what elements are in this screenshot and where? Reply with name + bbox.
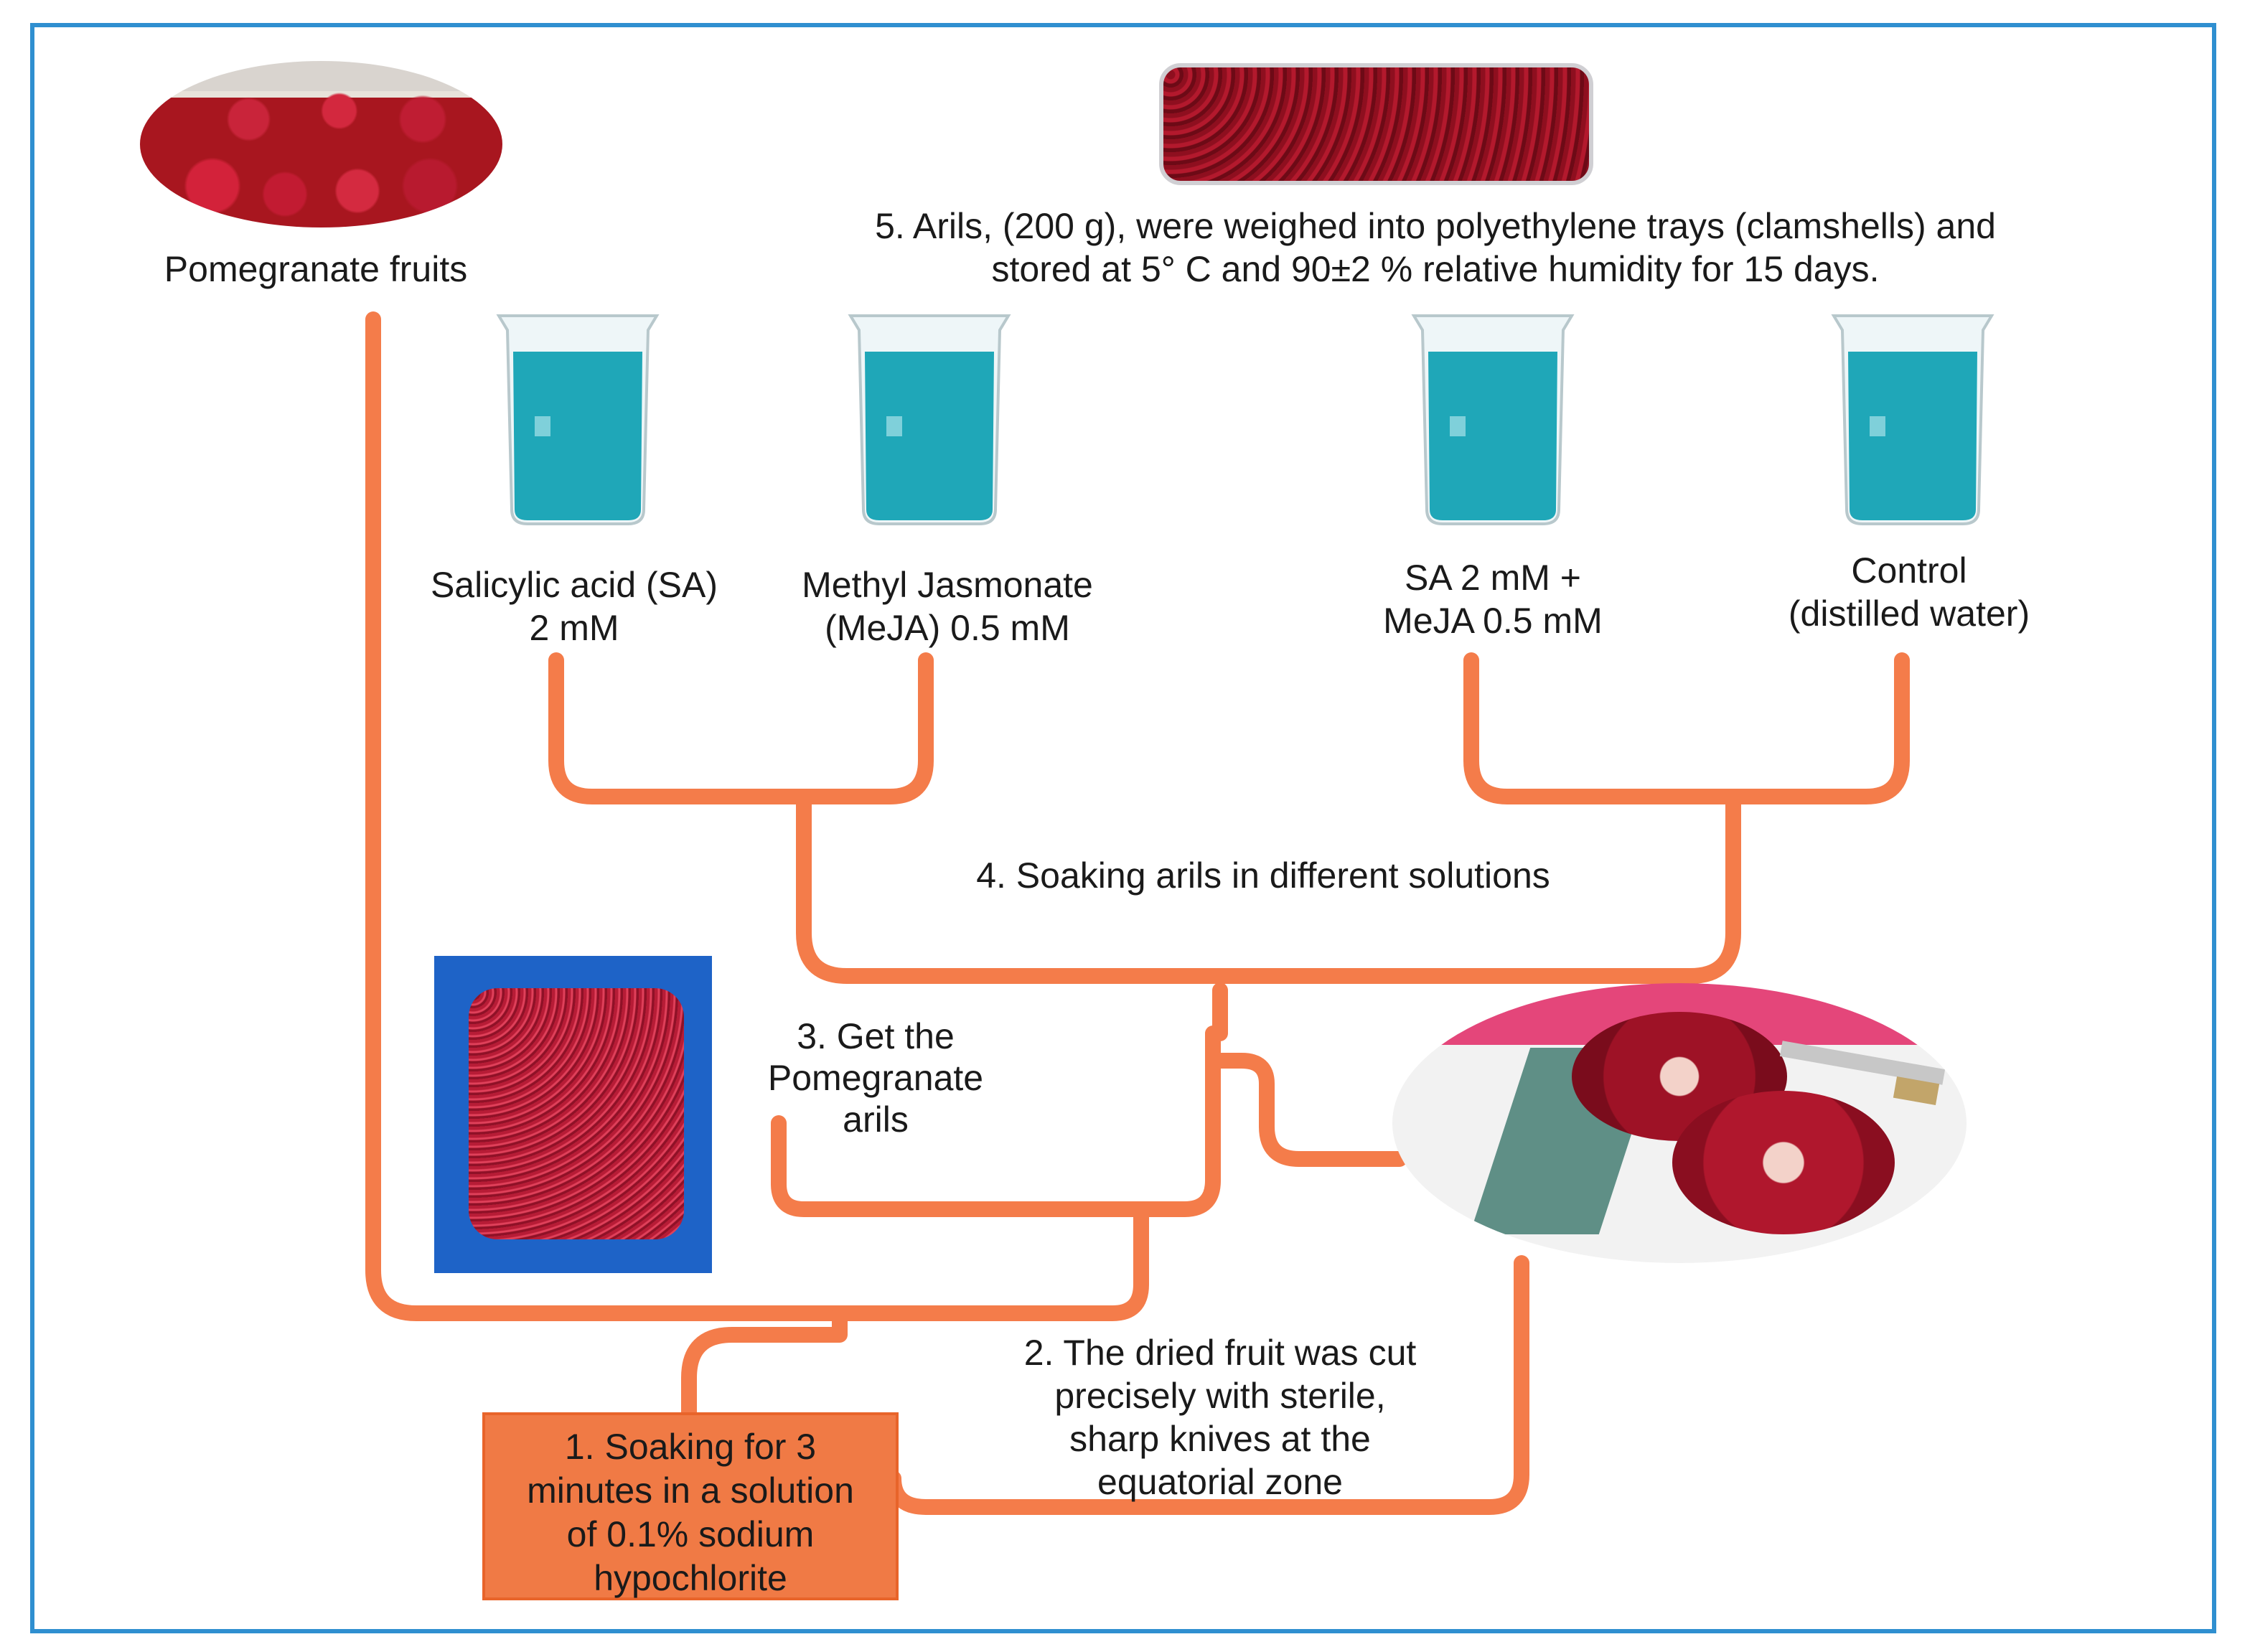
- label-solution-control-line1: Control: [1851, 550, 1967, 591]
- label-step3-line1: 3. Get the: [797, 1016, 955, 1056]
- connector-right-pair: [1463, 652, 1910, 804]
- step1-line4: hypochlorite: [594, 1558, 787, 1598]
- label-solution-combo-line2: MeJA 0.5 mM: [1383, 601, 1603, 641]
- beaker-icon: [1831, 314, 1994, 525]
- connector-step4-bracket: [796, 796, 1741, 984]
- label-step2-line2: precisely with sterile,: [1054, 1376, 1386, 1416]
- step1-line1: 1. Soaking for 3: [564, 1427, 817, 1467]
- label-step3-line2: Pomegranate: [767, 1058, 984, 1098]
- label-solution-sa-line2: 2 mM: [529, 608, 619, 648]
- label-step2-line3: sharp knives at the: [1069, 1419, 1371, 1459]
- connector-cut-fruit-to-hub: [1212, 1053, 1407, 1167]
- label-pomegranate-fruits: Pomegranate fruits: [164, 249, 468, 289]
- label-solution-sa-line1: Salicylic acid (SA): [430, 565, 718, 605]
- arils-tray-photo: [1159, 63, 1593, 185]
- label-step5-line1: 5. Arils, (200 g), were weighed into pol…: [875, 206, 1996, 246]
- diagram-frame: [30, 23, 2216, 1633]
- label-solution-meja-line1: Methyl Jasmonate: [802, 565, 1093, 605]
- connector-step3-to-hub: [1133, 982, 1228, 1217]
- connector-left-pair: [548, 652, 934, 804]
- cut-pomegranate-photo: [1392, 983, 1967, 1263]
- label-solution-combo-line1: SA 2 mM +: [1405, 558, 1581, 598]
- label-solution-sa: Salicylic acid (SA) 2 mM: [380, 563, 768, 649]
- connector-step3-to-trunk: [771, 1115, 1149, 1321]
- step1-box: 1. Soaking for 3 minutes in a solution o…: [482, 1412, 899, 1600]
- label-step3: 3. Get the Pomegranate arils: [725, 1015, 1026, 1140]
- label-step3-line3: arils: [843, 1099, 909, 1140]
- label-step4: 4. Soaking arils in different solutions: [976, 855, 1550, 896]
- label-solution-combo: SA 2 mM + MeJA 0.5 mM: [1299, 556, 1687, 642]
- connector-fruits-to-step1: [365, 311, 848, 1321]
- label-solution-control: Control (distilled water): [1708, 549, 2110, 635]
- arils-bag-photo: [434, 956, 712, 1273]
- connector-trunk-to-step1: [681, 1305, 848, 1420]
- pomegranate-crate-photo: [140, 61, 502, 227]
- beaker-icon: [848, 314, 1011, 525]
- label-solution-meja-line2: (MeJA) 0.5 mM: [825, 608, 1070, 648]
- label-step2: 2. The dried fruit was cut precisely wit…: [940, 1331, 1500, 1503]
- step1-line3: of 0.1% sodium: [566, 1514, 815, 1554]
- label-solution-control-line2: (distilled water): [1788, 593, 2030, 634]
- step1-line2: minutes in a solution: [527, 1470, 854, 1511]
- beaker-icon: [1411, 314, 1575, 525]
- label-solution-meja: Methyl Jasmonate (MeJA) 0.5 mM: [754, 563, 1141, 649]
- label-step2-line4: equatorial zone: [1097, 1462, 1343, 1502]
- beaker-icon: [496, 314, 660, 525]
- label-step5-line2: stored at 5° C and 90±2 % relative humid…: [991, 249, 1880, 289]
- label-step2-line1: 2. The dried fruit was cut: [1023, 1333, 1417, 1373]
